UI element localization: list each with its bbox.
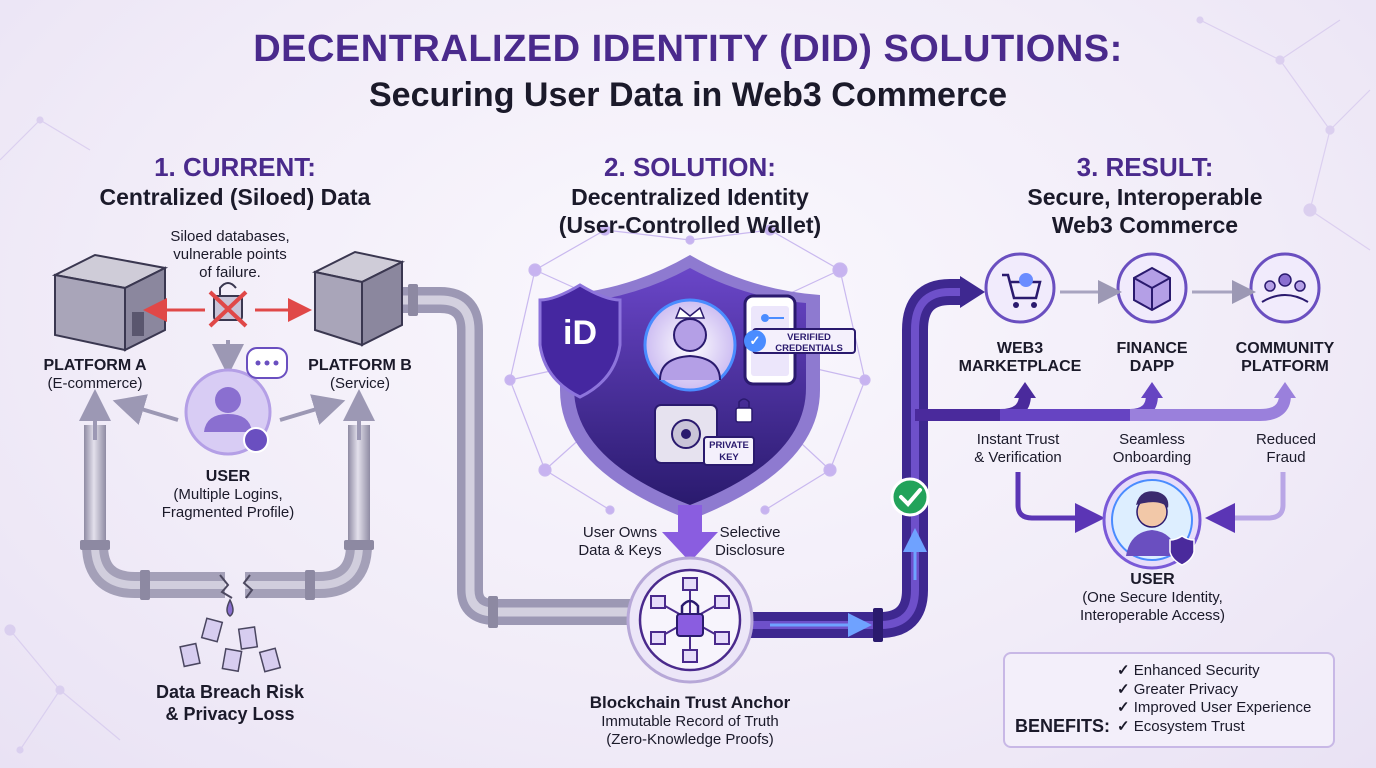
verified-credentials-badge: ✓ VERIFIED CREDENTIALS	[744, 328, 856, 354]
benefits-box: BENEFITS: Enhanced Security Greater Priv…	[1003, 652, 1335, 748]
down-arrow-icon	[662, 505, 718, 562]
outcome-seamless-onboarding: Seamless Onboarding	[1112, 431, 1192, 466]
section1-header: 1. CURRENT: Centralized (Siloed) Data	[60, 152, 410, 211]
section1-heading: Centralized (Siloed) Data	[99, 184, 371, 210]
section1-user-label: USER (Multiple Logins, Fragmented Profil…	[161, 468, 295, 521]
benefits-title: BENEFITS:	[1015, 716, 1111, 736]
page-subtitle: Securing User Data in Web3 Commerce	[368, 76, 1008, 114]
section1-number: 1. CURRENT:	[154, 152, 316, 182]
broken-lock-icon	[208, 282, 248, 328]
web3-marketplace-label: WEB3 MARKETPLACE	[958, 340, 1082, 375]
blockchain-anchor-label: Blockchain Trust Anchor Immutable Record…	[589, 693, 791, 748]
id-logo-shield-icon	[538, 283, 622, 399]
outcome-instant-trust: Instant Trust & Verification	[974, 431, 1062, 466]
benefit-item: Greater Privacy	[1117, 681, 1311, 700]
result-user-label: USER (One Secure Identity, Interoperable…	[1079, 571, 1226, 624]
web3-marketplace-node	[984, 252, 1056, 324]
credential-check-icon: ✓	[744, 330, 766, 352]
platform-b-label: PLATFORM B (Service)	[308, 357, 412, 392]
background-network	[0, 16, 1371, 754]
benefit-item: Enhanced Security	[1117, 662, 1311, 681]
benefit-item: Improved User Experience	[1117, 699, 1312, 718]
benefit-item: Ecosystem Trust	[1117, 718, 1311, 737]
finance-dapp-node	[1116, 252, 1188, 324]
finance-dapp-label: FINANCE DAPP	[1116, 340, 1188, 375]
private-key-tag: PRIVATE KEY	[703, 436, 755, 466]
result-user-avatar-icon	[1102, 470, 1202, 570]
platform-b-building-icon	[311, 250, 406, 347]
page-title: DECENTRALIZED IDENTITY (DID) SOLUTIONS:	[253, 28, 1123, 70]
chat-bubble-icon	[246, 347, 288, 379]
section2-number: 2. SOLUTION:	[604, 152, 776, 182]
benefits-list: Enhanced Security Greater Privacy Improv…	[1117, 662, 1312, 737]
community-platform-node	[1249, 252, 1321, 324]
section1-pipes	[79, 389, 375, 600]
user-owns-caption: User Owns Data & Keys	[578, 524, 662, 559]
breach-label: Data Breach Risk & Privacy Loss	[155, 682, 305, 724]
user-avatar-icon	[184, 368, 272, 456]
section3-header: 3. RESULT: Secure, Interoperable Web3 Co…	[960, 152, 1330, 239]
selective-disclosure-caption: Selective Disclosure	[714, 524, 786, 559]
platform-a-label: PLATFORM A (E-commerce)	[43, 357, 147, 392]
outcome-reduced-fraud: Reduced Fraud	[1255, 431, 1317, 466]
silo-note: Siloed databases, vulnerable points of f…	[170, 228, 290, 281]
community-platform-label: COMMUNITY PLATFORM	[1235, 340, 1335, 375]
blockchain-anchor-icon	[626, 556, 754, 684]
connector-pipe	[402, 284, 630, 628]
leaked-documents-icon	[179, 598, 282, 673]
result-pipe	[745, 276, 1296, 642]
section2-header: 2. SOLUTION: Decentralized Identity (Use…	[510, 152, 870, 239]
verified-check-icon	[890, 477, 930, 517]
id-logo-text: iD	[563, 314, 597, 352]
section3-number: 3. RESULT:	[1076, 152, 1214, 182]
platform-a-building-icon	[51, 253, 169, 352]
